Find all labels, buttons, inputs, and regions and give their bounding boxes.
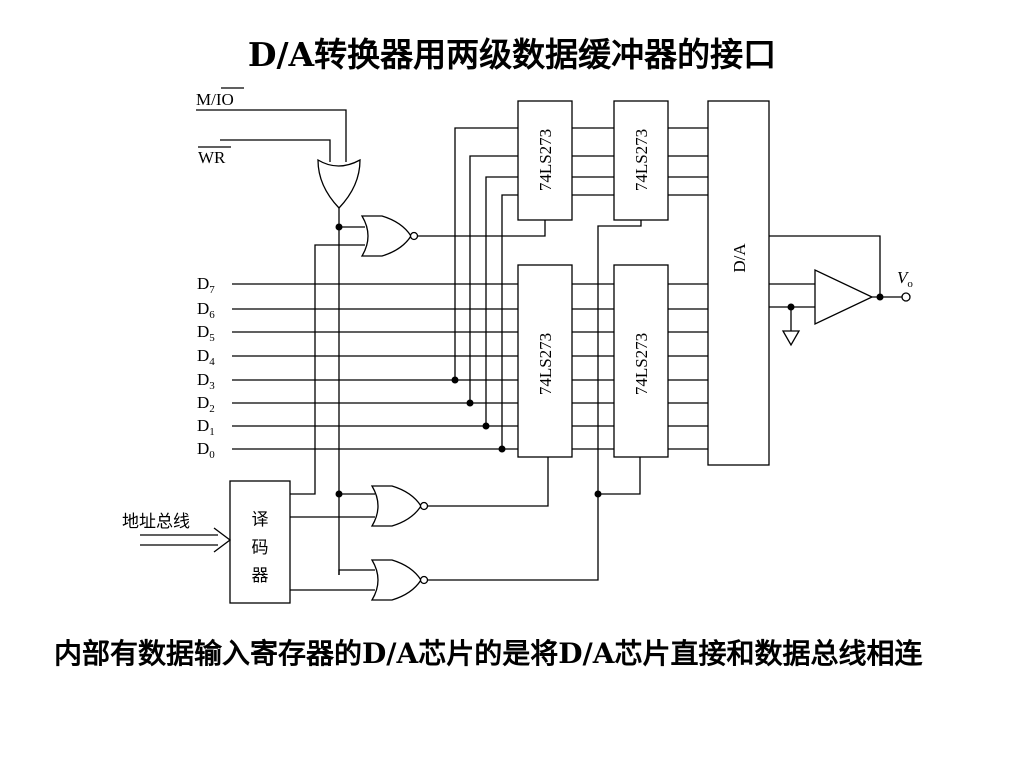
data-label-d1: D1 — [197, 416, 215, 438]
nor-gate-3 — [370, 559, 422, 601]
wire — [598, 457, 641, 495]
or-gate — [317, 158, 361, 209]
latch-bottom-2 — [613, 264, 669, 458]
decoder-out1-wire — [290, 244, 365, 495]
data-label-d6: D6 — [197, 299, 215, 321]
vo-label: Vo — [897, 268, 913, 290]
latch-top-1-label: 74LS273 — [536, 129, 555, 191]
latch-top-1 — [517, 100, 573, 221]
address-bus-arrow — [140, 527, 232, 553]
nor-gate-3-bubble — [419, 575, 429, 585]
feedback-wire — [769, 235, 881, 297]
op-amp — [814, 268, 874, 326]
data-label-d4: D4 — [197, 346, 215, 368]
nor2-out-wire — [428, 457, 549, 507]
data-label-d2: D2 — [197, 393, 215, 415]
latch-top-2 — [613, 100, 669, 221]
nor-gate-2 — [370, 485, 422, 527]
wire — [338, 569, 375, 575]
latch-interconnect — [572, 127, 708, 450]
slide-title: D/A转换器用两级数据缓冲器的接口 — [247, 35, 777, 74]
latch-top-2-label: 74LS273 — [632, 129, 651, 191]
decoder-box — [229, 480, 291, 604]
output-terminal — [901, 292, 911, 302]
latch-bottom-1-label: 74LS273 — [536, 333, 555, 395]
nor-gate-1 — [360, 215, 412, 257]
nor-gate-2-bubble — [419, 501, 429, 511]
nor3-out-wire — [428, 220, 642, 581]
data-label-d0: D0 — [197, 439, 215, 461]
latch-bottom-2-label: 74LS273 — [632, 333, 651, 395]
wr-wire — [220, 139, 331, 162]
decoder-label-3: 器 — [252, 566, 269, 586]
data-label-d3: D3 — [197, 370, 215, 392]
wr-label: WR — [198, 148, 226, 167]
decoder-label-2: 码 — [252, 538, 269, 558]
ground-symbol — [781, 330, 801, 347]
mio-label: M/IO — [196, 90, 234, 109]
address-bus-label: 地址总线 — [122, 512, 190, 532]
data-label-d5: D5 — [197, 322, 215, 344]
nor1-out-wire — [418, 220, 546, 237]
dac-label: D/A — [730, 243, 749, 273]
dac-chip — [707, 100, 770, 466]
mio-wire — [196, 109, 347, 162]
caption: 内部有数据输入寄存器的D/A芯片的是将D/A芯片直接和数据总线相连 — [54, 637, 923, 670]
upper-nibble-taps — [451, 127, 518, 453]
decoder-label-1: 译 — [252, 510, 269, 530]
data-bus — [232, 283, 518, 450]
data-label-d7: D7 — [197, 274, 215, 296]
nor-gate-1-bubble — [409, 231, 419, 241]
junction — [876, 293, 884, 301]
latch-bottom-1 — [517, 264, 573, 458]
